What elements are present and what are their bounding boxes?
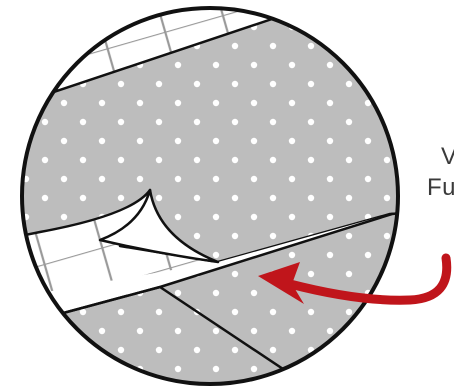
curved-arrow-icon — [258, 253, 452, 305]
peeled-flap — [98, 188, 220, 264]
magnifier-circle-outline — [20, 6, 400, 386]
callout-text-line-1: V — [441, 143, 454, 170]
callout-text-line-2: Fu — [427, 174, 454, 201]
